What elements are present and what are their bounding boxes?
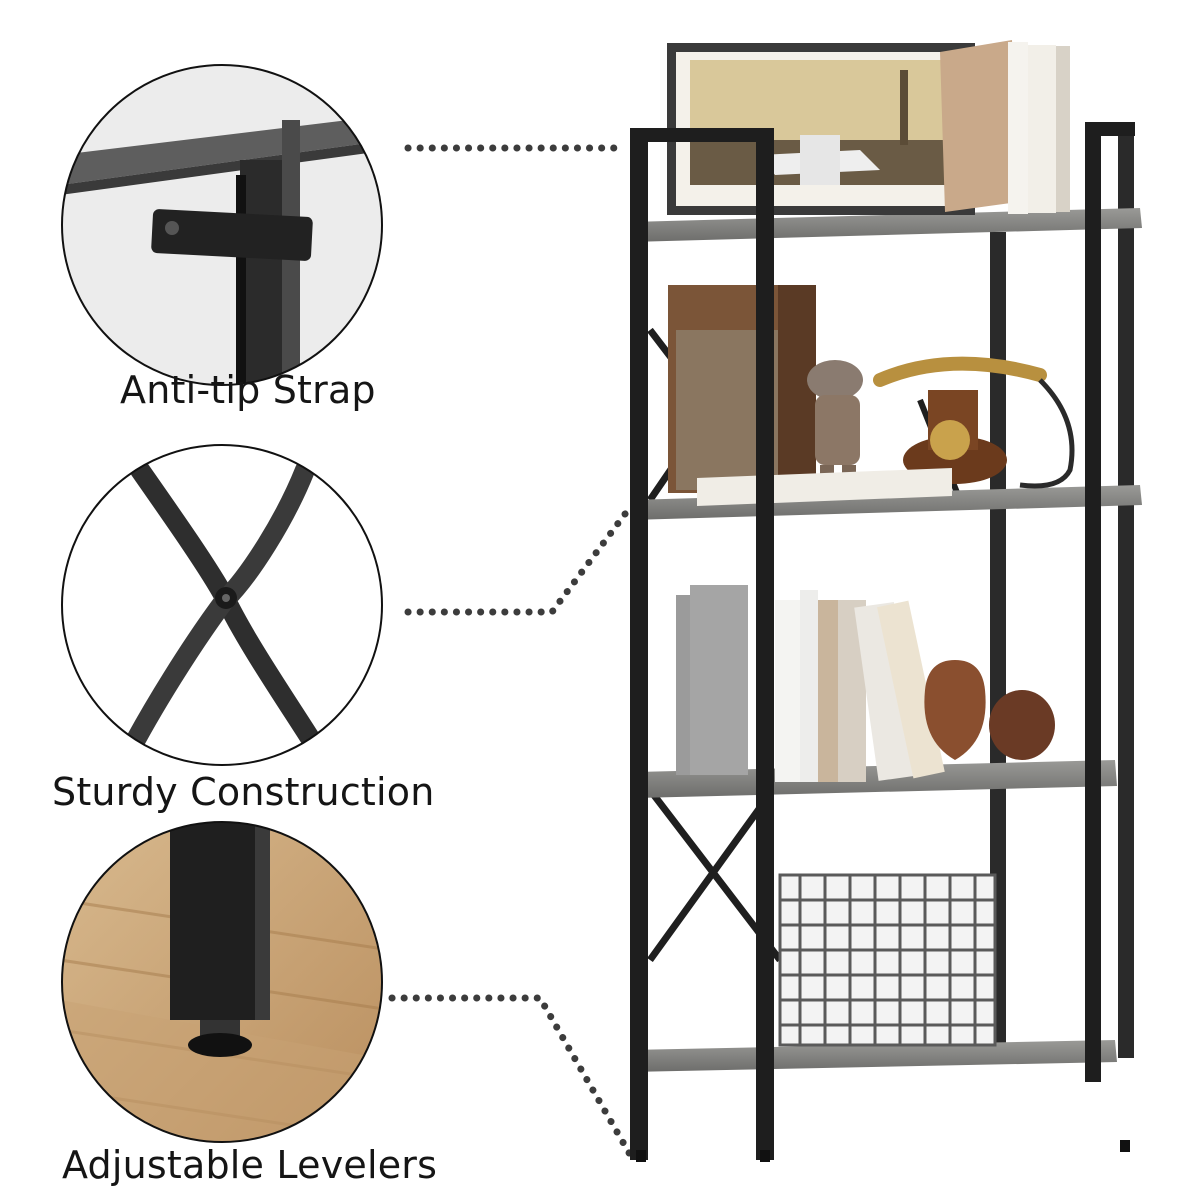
feature-label-anti-tip-strap: Anti-tip Strap [120, 368, 376, 412]
feature-label-adjustable-levelers: Adjustable Levelers [62, 1143, 438, 1187]
interior-book [668, 285, 816, 493]
vintage-telephone [873, 356, 1075, 489]
x-brace-detail [61, 444, 383, 766]
feature-label-sturdy-construction: Sturdy Construction [52, 770, 435, 814]
vases [924, 660, 1055, 760]
top-books [940, 40, 1070, 214]
anti-tip-strap-detail [61, 64, 383, 386]
connector-brace [404, 506, 632, 616]
leveler-detail [61, 821, 383, 1143]
connector-lines [388, 144, 636, 1162]
bookshelf [630, 40, 1142, 1162]
connector-leveler [388, 994, 636, 1162]
shelf-bottom [630, 1040, 1117, 1072]
wire-basket [778, 873, 997, 1047]
framed-picture [667, 43, 975, 215]
row-books [676, 585, 945, 782]
